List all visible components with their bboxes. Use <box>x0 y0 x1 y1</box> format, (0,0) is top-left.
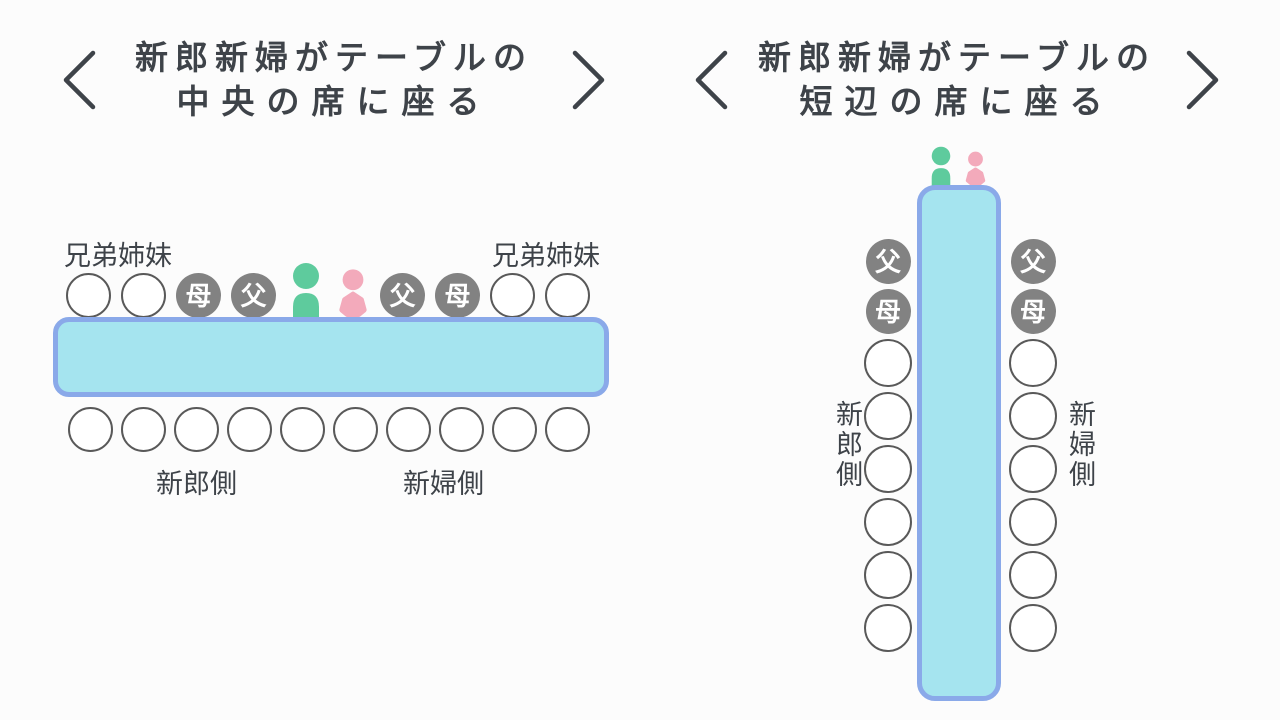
seat-open <box>121 407 166 452</box>
groom-side-label: 新郎側 <box>156 469 237 499</box>
seat-open <box>280 407 325 452</box>
siblings-label-left: 兄弟姉妹 <box>64 241 172 271</box>
groom-side-label: 新郎側 <box>832 400 862 490</box>
seat-open <box>174 407 219 452</box>
diagram-title-center: 新郎新婦がテーブルの 中央の席に座る <box>60 36 608 123</box>
parent-seat-label: 母 <box>444 280 471 311</box>
title-text: 新郎新婦がテーブルの 短辺の席に座る <box>730 36 1184 123</box>
seat-open <box>545 273 590 318</box>
seat-parent-mother: 母 <box>1010 289 1056 334</box>
banquet-table-horizontal <box>53 317 609 397</box>
parent-seat-label: 母 <box>1019 296 1046 327</box>
seat-open <box>1009 339 1057 387</box>
seat-open <box>1009 392 1057 440</box>
seat-open <box>1009 498 1057 546</box>
parent-seat-label: 父 <box>874 246 901 277</box>
seat-parent-mother: 母 <box>865 289 911 334</box>
bride-icon <box>963 151 988 186</box>
banquet-table-vertical <box>917 185 1001 701</box>
title-line-2: 短辺の席に座る <box>799 82 1115 120</box>
title-line-1: 新郎新婦がテーブルの <box>757 39 1157 76</box>
title-text: 新郎新婦がテーブルの 中央の席に座る <box>98 36 570 123</box>
bottom-seat-row <box>68 407 590 452</box>
bride-side-label: 新婦側 <box>1065 400 1095 490</box>
seat-open <box>386 407 431 452</box>
seat-open <box>864 551 912 599</box>
seat-parent-father: 父 <box>380 273 425 318</box>
seat-open <box>545 407 590 452</box>
groom-side-seat-column: 父母 <box>864 239 912 652</box>
groom-icon <box>926 146 956 186</box>
seat-parent-father: 父 <box>231 273 276 318</box>
seat-open <box>492 407 537 452</box>
seat-parent-father: 父 <box>1010 239 1056 284</box>
seat-open <box>1009 551 1057 599</box>
seat-open <box>1009 445 1057 493</box>
right-angle-bracket-icon <box>572 50 605 109</box>
left-angle-bracket-icon <box>695 50 728 109</box>
title-line-2: 中央の席に座る <box>176 82 492 120</box>
parent-seat-label: 母 <box>874 296 901 327</box>
diagram-title-short-edge: 新郎新婦がテーブルの 短辺の席に座る <box>692 36 1222 123</box>
groom-icon <box>286 262 326 318</box>
seat-open <box>66 273 111 318</box>
seat-open <box>864 498 912 546</box>
seat-open <box>439 407 484 452</box>
parent-seat-label: 母 <box>185 280 212 311</box>
left-angle-bracket-icon <box>63 50 96 109</box>
seat-parent-father: 父 <box>865 239 911 284</box>
bride-icon <box>336 268 370 318</box>
seat-parent-mother: 母 <box>435 273 480 318</box>
seat-open <box>864 339 912 387</box>
seat-open <box>864 604 912 652</box>
seat-open <box>864 392 912 440</box>
bride-side-label: 新婦側 <box>403 469 484 499</box>
right-angle-bracket-icon <box>1186 50 1219 109</box>
seat-open <box>1009 604 1057 652</box>
couple-head-seats <box>926 146 988 186</box>
siblings-label-right: 兄弟姉妹 <box>492 241 600 271</box>
seat-open <box>121 273 166 318</box>
parent-seat-label: 父 <box>389 280 416 311</box>
parent-seat-label: 父 <box>1019 246 1046 277</box>
seat-open <box>68 407 113 452</box>
title-line-1: 新郎新婦がテーブルの <box>134 39 534 76</box>
seat-open <box>227 407 272 452</box>
seat-open <box>864 445 912 493</box>
bride-side-seat-column: 父母 <box>1009 239 1057 652</box>
seat-open <box>333 407 378 452</box>
seat-parent-mother: 母 <box>176 273 221 318</box>
top-seat-row: 母父父母 <box>66 262 590 318</box>
parent-seat-label: 父 <box>240 280 267 311</box>
